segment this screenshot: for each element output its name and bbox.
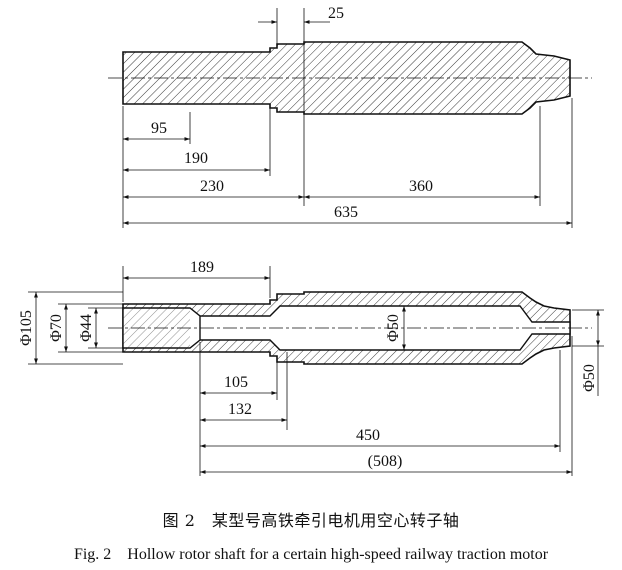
dia-50-bore-label: Φ50 (385, 314, 402, 342)
rotor-shaft-drawing: 25 95 190 230 360 635 (18, 5, 604, 476)
dimension-105: 105 (200, 374, 277, 395)
dim-508-label: (508) (368, 453, 403, 470)
dimension-635: 635 (123, 204, 572, 225)
shaft-side-view: 25 95 190 230 360 635 (108, 5, 592, 228)
dim-132-label: 132 (228, 401, 252, 418)
dia-50-end-label: Φ50 (581, 364, 598, 392)
dim-95-label: 95 (151, 120, 167, 137)
extension-lines (122, 8, 573, 228)
dimension-450: 450 (200, 427, 560, 448)
dimension-189: 189 (123, 259, 270, 280)
dimension-diameters-left: Φ105 Φ70 Φ44 (18, 292, 98, 364)
dim-190-label: 190 (184, 150, 208, 167)
dia-105-label: Φ105 (18, 310, 35, 346)
dim-105-label: 105 (224, 374, 248, 391)
dimension-508: (508) (200, 453, 572, 474)
dimension-bore-diameter: Φ50 (385, 306, 406, 350)
dimension-190: 190 (123, 150, 270, 172)
shaft-section-view: 189 Φ105 Φ70 Φ44 Φ50 Φ50 105 (18, 259, 604, 476)
dim-230-label: 230 (200, 178, 224, 195)
dim-450-label: 450 (356, 427, 380, 444)
dimension-230-360: 230 360 (123, 178, 540, 199)
dim-189-label: 189 (190, 259, 214, 276)
section-extension-lines (28, 266, 604, 476)
dimension-95: 95 (123, 112, 191, 144)
figure-caption-chinese: 图 2 某型号高铁牵引电机用空心转子轴 (162, 511, 460, 530)
dia-70-label: Φ70 (48, 314, 65, 342)
dimension-132: 132 (200, 401, 287, 422)
dia-44-label: Φ44 (78, 314, 95, 342)
dim-635-label: 635 (334, 204, 358, 221)
dimension-25: 25 (258, 5, 344, 24)
figure-caption-english: Fig. 2 Hollow rotor shaft for a certain … (73, 546, 549, 563)
dim-360-label: 360 (409, 178, 433, 195)
dimension-end-diameter: Φ50 (581, 310, 600, 396)
dim-25-label: 25 (328, 5, 344, 22)
